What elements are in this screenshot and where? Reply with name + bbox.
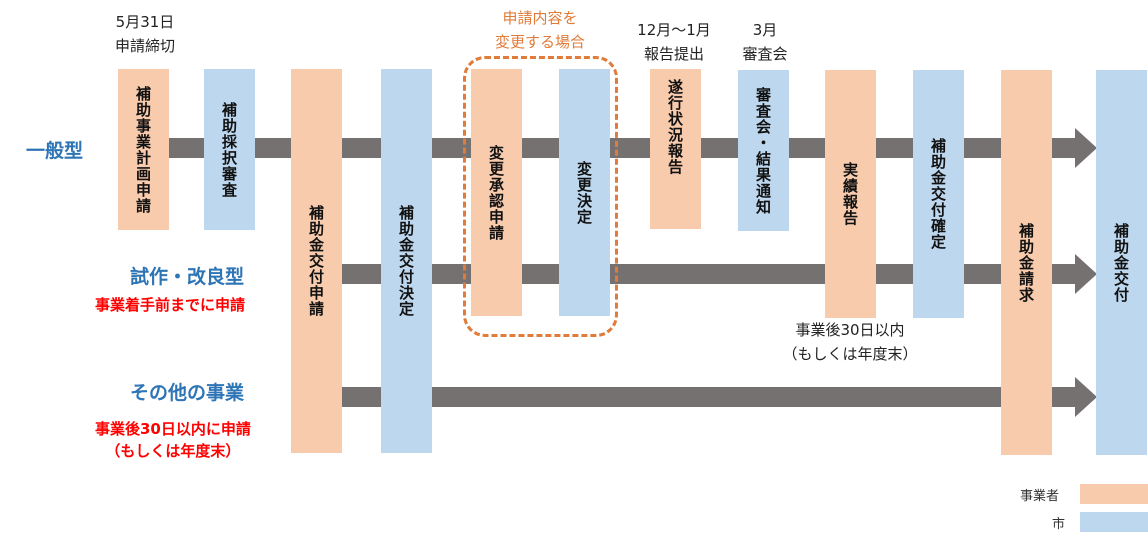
step-label: 補助採択審査 [220, 101, 238, 198]
deadline-note: 5月31日申請締切 [115, 10, 175, 58]
step-label: 変更承認申請 [487, 144, 505, 241]
arrowhead-general [1075, 128, 1097, 168]
step-label: 補助金交付確定 [929, 138, 947, 250]
step-grant-confirmation: 補助金交付確定 [913, 70, 964, 318]
change-case-note: 申請内容を変更する場合 [495, 6, 585, 54]
step-grant-request: 補助金請求 [1001, 70, 1052, 455]
review-note: 3月審査会 [742, 18, 787, 66]
step-performance-report: 実績報告 [825, 70, 876, 318]
report-note: 12月～1月報告提出 [637, 18, 711, 66]
note-line: 12月～1月 [637, 21, 711, 39]
other-deadline-note: 事業後30日以内に申請 （もしくは年度末） [95, 418, 251, 462]
legend-swatch-business [1080, 484, 1148, 504]
note-line: 3月 [752, 21, 778, 39]
step-label: 実績報告 [841, 162, 859, 226]
legend-swatch-city [1080, 512, 1148, 532]
report-deadline-note: 事業後30日以内 （もしくは年度末） [782, 318, 917, 366]
step-progress-report: 遂行状況報告 [650, 69, 701, 229]
legend-label-city: 市 [1052, 517, 1066, 532]
legend-label-business: 事業者 [1020, 489, 1060, 504]
note-line: 申請締切 [114, 37, 176, 55]
step-label: 補助金交付決定 [397, 205, 415, 317]
row-label-other: その他の事業 [130, 382, 245, 404]
step-change-decision: 変更決定 [559, 69, 610, 316]
note-line: 審査会 [742, 45, 788, 63]
step-label: 補助金交付申請 [307, 205, 325, 317]
note-line: 5月31日 [115, 13, 175, 31]
flow-arrow-prototype [342, 264, 1079, 284]
note-line: 変更する場合 [494, 33, 586, 51]
prototype-deadline-note: 事業着手前までに申請 [95, 296, 246, 314]
step-label: 遂行状況報告 [666, 79, 684, 175]
row-label-prototype: 試作・改良型 [130, 266, 245, 288]
step-label: 変更決定 [575, 160, 593, 225]
step-label: 補助金交付 [1112, 222, 1130, 303]
step-grant-application: 補助金交付申請 [291, 69, 342, 453]
arrowhead-other [1075, 377, 1097, 417]
step-label: 補助事業計画申請 [134, 85, 152, 214]
note-line: （もしくは年度末） [782, 345, 918, 363]
note-line: 申請内容を [502, 9, 578, 27]
note-line: 報告提出 [643, 45, 705, 63]
step-label: 審査会・結果通知 [754, 86, 772, 215]
change-case-frame [463, 56, 618, 337]
step-label: 補助金請求 [1017, 222, 1035, 303]
row-label-general: 一般型 [26, 140, 84, 162]
step-grant-decision: 補助金交付決定 [381, 69, 432, 453]
step-grant-payment: 補助金交付 [1096, 70, 1147, 455]
step-change-application: 変更承認申請 [471, 69, 522, 316]
flow-arrow-other [342, 387, 1079, 407]
step-plan-application: 補助事業計画申請 [118, 69, 169, 230]
step-review-result: 審査会・結果通知 [738, 70, 789, 231]
note-line: 事業後30日以内に申請 [95, 420, 251, 438]
note-line: 事業後30日以内 [795, 321, 905, 339]
note-line: （もしくは年度末） [105, 442, 241, 460]
step-adoption-review: 補助採択審査 [204, 69, 255, 230]
arrowhead-prototype [1075, 254, 1097, 294]
